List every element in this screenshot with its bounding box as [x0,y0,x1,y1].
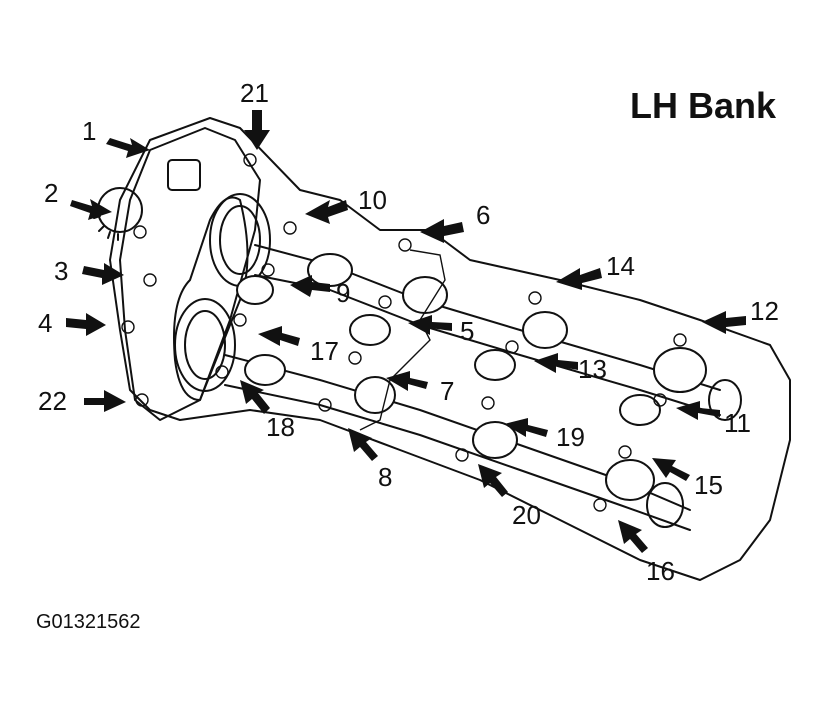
arrow-2 [70,199,112,220]
arrow-22 [84,390,126,412]
callout-17: 17 [310,336,339,366]
callout-14: 14 [606,251,635,281]
callout-22: 22 [38,386,67,416]
arrow-10 [305,200,348,224]
engine-illustration [93,117,791,581]
arrow-14 [556,268,602,290]
callout-10: 10 [358,185,387,215]
arrow-3 [82,263,124,285]
callout-8: 8 [378,462,392,492]
callout-18: 18 [266,412,295,442]
diagram-title: LH Bank [630,85,777,126]
callout-12: 12 [750,296,779,326]
callout-9: 9 [336,278,350,308]
callout-19: 19 [556,422,585,452]
callout-5: 5 [460,316,474,346]
callout-16: 16 [646,556,675,586]
arrow-21 [244,110,270,150]
arrow-20 [478,464,508,497]
arrow-6 [420,219,464,243]
arrow-17 [258,326,300,346]
callout-2: 2 [44,178,58,208]
arrows [66,110,746,553]
callout-6: 6 [476,200,490,230]
arrow-11 [676,401,720,420]
arrow-5 [408,315,452,335]
arrow-4 [66,313,106,336]
callout-11: 11 [724,408,751,438]
arrow-16 [618,520,648,553]
arrow-8 [348,428,378,461]
callout-4: 4 [38,308,52,338]
callout-3: 3 [54,256,68,286]
arrow-1 [106,138,150,158]
arrow-18 [240,380,270,414]
callout-21: 21 [240,78,269,108]
callout-15: 15 [694,470,723,500]
callout-7: 7 [440,376,454,406]
arrow-7 [386,371,428,391]
callout-20: 20 [512,500,541,530]
figure-code: G01321562 [36,611,141,633]
arrow-12 [702,311,746,334]
arrow-15 [652,458,690,481]
arrow-19 [504,418,548,437]
callout-1: 1 [82,116,96,146]
arrow-13 [534,353,578,373]
callout-13: 13 [578,354,607,384]
callout-labels: 1 2 3 4 5 6 7 8 9 10 11 12 13 14 15 16 1… [38,78,779,586]
arrow-9 [290,275,330,297]
